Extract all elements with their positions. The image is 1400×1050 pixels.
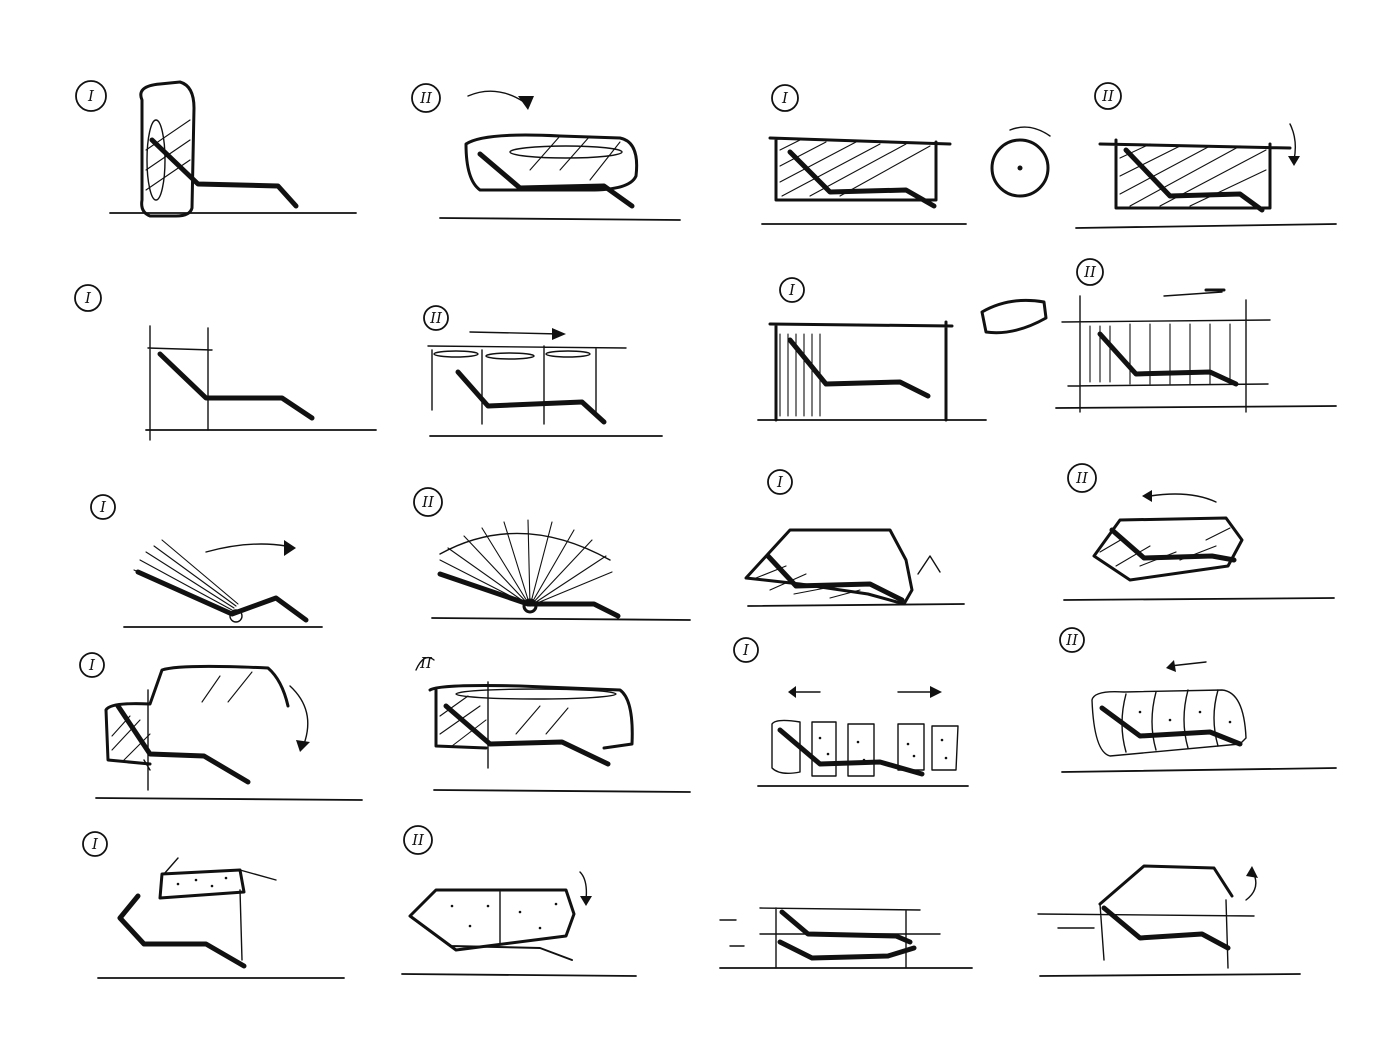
sketch-panel: I [75,80,357,218]
panel-label: I [779,277,805,303]
svg-text:II: II [419,654,433,672]
svg-text:II: II [1083,263,1097,281]
arrow-icon [469,331,561,335]
sketch-panel: II [1063,463,1335,601]
sketch-panel: I [82,831,345,979]
sketch-panel: II [1055,258,1337,413]
panel-label: I [771,84,799,112]
sketch-panel: I [79,652,363,801]
panel-label: II [1067,463,1097,493]
svg-text:I: I [788,281,796,299]
panel-label: II [403,825,433,855]
sketch-panel [719,907,973,969]
svg-text:I: I [88,656,96,674]
panel-label: I [82,831,108,857]
panel-label: II [1076,258,1104,286]
sketch-panel: II [411,83,681,221]
svg-text:I: I [84,289,92,307]
panel-label: II [1059,627,1085,653]
sketch-panel: II [1075,82,1337,229]
svg-text:II: II [429,309,443,327]
panel-label: II [1094,82,1122,110]
svg-text:I: I [781,89,789,107]
panel-label: II [423,305,449,331]
panel-label: II [415,654,435,672]
ring-icon [980,298,1048,335]
sketch-panel: II [415,654,691,793]
arrow-icon [1169,661,1207,667]
panel-label: II [411,83,441,113]
sketch-panel: II [423,305,663,437]
arrow-icon [1149,493,1217,503]
svg-text:I: I [91,835,99,853]
svg-text:II: II [411,831,425,849]
svg-text:I: I [87,87,95,105]
panel-label: I [75,80,107,112]
panel-label: I [767,469,793,495]
svg-text:II: II [1065,631,1079,649]
panel-label: I [74,284,102,312]
panel-label: I [90,494,116,520]
sketch-panel: I [74,284,377,441]
flip-arrow-icon [1289,123,1297,161]
panel-label: I [733,637,759,663]
sketch-panel: I [757,277,1048,422]
sketch-panel: II [401,825,637,977]
panel-label: II [413,487,443,517]
rotate-icon [990,138,1050,198]
arrow-icon [917,555,941,575]
sketch-panel: I [90,494,323,628]
svg-text:II: II [419,89,433,107]
svg-text:II: II [421,493,435,511]
svg-text:I: I [776,473,784,491]
sketch-panel: I [733,637,969,787]
sketch-panel: II [1059,627,1337,773]
svg-text:I: I [99,498,107,516]
sketch-panel: I [744,469,965,607]
arrow-icon [579,871,588,901]
curved-arrow-icon [289,685,309,745]
arrow-icon [467,90,525,103]
svg-text:II: II [1101,87,1115,105]
sketch-panel [1037,864,1301,977]
arrow-icon [205,543,287,553]
sketch-panel: II [413,487,691,621]
svg-text:I: I [742,641,750,659]
svg-text:II: II [1075,469,1089,487]
dash-icon [1163,291,1223,297]
sketch-panel: I [761,84,1051,225]
panel-label: I [79,652,105,678]
